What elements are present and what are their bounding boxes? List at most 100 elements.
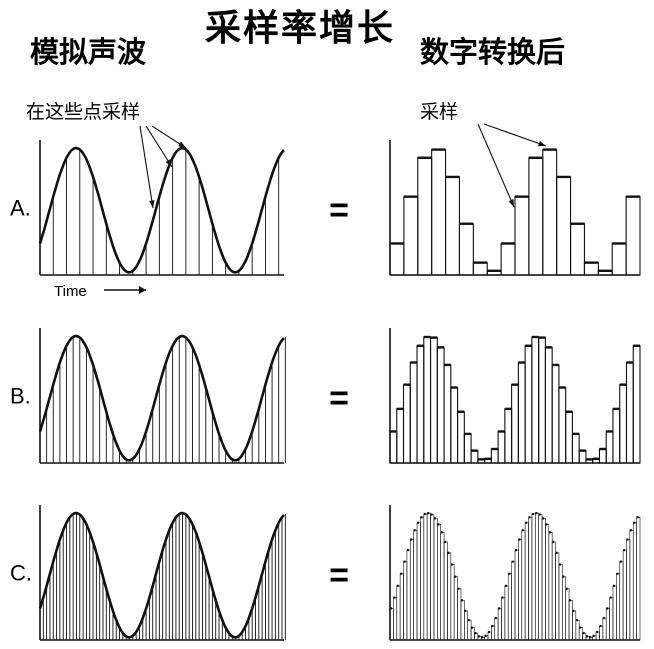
digital-sample-bar bbox=[578, 627, 583, 641]
digital-sample-bar bbox=[460, 600, 465, 641]
analog-wave-curve bbox=[38, 334, 285, 462]
digital-sample-bar bbox=[507, 573, 512, 641]
digital-sample-bar bbox=[511, 561, 516, 641]
digital-sample-bar bbox=[491, 625, 496, 641]
row-label: B. bbox=[10, 384, 31, 409]
diagram-title: 采样率增长 bbox=[205, 8, 395, 49]
digital-sample-bar bbox=[433, 518, 438, 641]
digital-sample-bar bbox=[622, 549, 627, 641]
time-arrow-head bbox=[139, 286, 146, 294]
digital-sample-bar bbox=[561, 576, 566, 641]
digital-sample-bar bbox=[497, 430, 506, 464]
digital-sample-bar bbox=[436, 524, 441, 641]
digital-sample-bar bbox=[524, 345, 533, 464]
digital-sample-bar bbox=[457, 588, 462, 641]
digital-sample-bar bbox=[470, 450, 479, 464]
digital-sample-bar bbox=[450, 564, 455, 641]
digital-sample-bar bbox=[445, 176, 460, 276]
digital-sample-bar bbox=[389, 242, 405, 276]
digital-sample-bar bbox=[568, 600, 573, 641]
digital-sample-bar bbox=[406, 549, 411, 641]
digital-sample-bar bbox=[417, 157, 433, 276]
digital-sample-bar bbox=[501, 597, 506, 641]
digital-sample-bar bbox=[565, 588, 570, 641]
row-label: C. bbox=[10, 561, 32, 586]
digital-sample-bar bbox=[625, 361, 634, 464]
row-a: A. = bbox=[10, 140, 641, 276]
digital-sample-bar bbox=[575, 619, 580, 641]
digital-sample-bar bbox=[541, 518, 546, 641]
digital-sample-bar bbox=[463, 433, 472, 464]
annotation-arrow-head bbox=[149, 200, 155, 208]
analog-wave-curve bbox=[38, 146, 285, 274]
digital-sample-bar bbox=[528, 516, 533, 641]
digital-sample-bar bbox=[538, 337, 546, 464]
digital-sample-bar bbox=[632, 522, 637, 641]
digital-sample-bar bbox=[514, 196, 530, 276]
sample-points-annotation: 在这些点采样 bbox=[26, 101, 140, 123]
digital-sample-bar bbox=[402, 384, 411, 464]
digital-sample-bar bbox=[534, 512, 539, 641]
digital-sample-bar bbox=[595, 631, 600, 641]
samples-annotation: 采样 bbox=[420, 101, 458, 123]
digital-sample-bar bbox=[413, 529, 418, 641]
digital-sample-bar bbox=[464, 610, 469, 641]
digital-sample-bar bbox=[632, 345, 641, 464]
digital-sample-bar bbox=[605, 608, 610, 641]
equals-sign: = bbox=[329, 380, 349, 418]
digital-sample-bar bbox=[447, 552, 452, 641]
digital-sample-bar bbox=[602, 617, 607, 641]
digital-sample-bar bbox=[619, 384, 628, 464]
digital-sample-bar bbox=[396, 585, 401, 641]
digital-sample-bar bbox=[609, 597, 614, 641]
digital-sample-bar bbox=[524, 522, 529, 641]
digital-sample-bar bbox=[436, 346, 445, 464]
digital-sample-bar bbox=[612, 585, 617, 641]
digital-sample-bar bbox=[416, 345, 425, 464]
time-axis-label: Time bbox=[54, 283, 87, 300]
annotation-arrows bbox=[139, 123, 547, 209]
analog-wave-curve bbox=[38, 511, 285, 639]
digital-sample-bar bbox=[497, 608, 502, 641]
digital-sample-bar bbox=[453, 576, 458, 641]
diagram-rows: A. = B. = C. = bbox=[10, 140, 641, 641]
equals-sign: = bbox=[329, 192, 349, 230]
digital-sample-bar bbox=[548, 532, 553, 641]
digital-sample-bar bbox=[490, 448, 499, 464]
digital-sample-bar bbox=[443, 364, 452, 464]
digital-sample-bar bbox=[494, 617, 499, 641]
digital-sample-bar bbox=[440, 532, 445, 641]
digital-sample-bar bbox=[544, 346, 553, 464]
digital-sample-bar bbox=[504, 408, 513, 464]
equals-sign: = bbox=[329, 557, 349, 595]
digital-sample-bar bbox=[571, 433, 580, 464]
digital-sample-bar bbox=[626, 539, 631, 641]
digital-sample-bar bbox=[565, 411, 573, 464]
digital-sample-bar bbox=[612, 408, 621, 464]
digital-sample-bar bbox=[431, 149, 447, 276]
row-label: A. bbox=[10, 196, 31, 221]
digital-sample-bar bbox=[570, 223, 585, 276]
annotation-arrow-head bbox=[508, 199, 514, 207]
digital-sample-bar bbox=[420, 516, 425, 641]
annotation-arrow-line bbox=[145, 125, 173, 168]
digital-sample-bar bbox=[423, 513, 428, 641]
digital-sample-bar bbox=[504, 585, 509, 641]
digital-conversion-heading: 数字转换后 bbox=[420, 35, 565, 69]
digital-sample-bar bbox=[558, 386, 567, 464]
digital-sample-bar bbox=[393, 597, 398, 641]
annotation-arrow-head bbox=[538, 140, 546, 147]
digital-sample-bar bbox=[423, 336, 432, 464]
digital-sample-bar bbox=[531, 513, 536, 641]
annotation-arrow-line bbox=[483, 123, 547, 147]
row-c: C. = bbox=[10, 505, 641, 641]
digital-sample-bar bbox=[500, 242, 516, 276]
digital-sample-bar bbox=[583, 262, 599, 276]
annotation-arrow-head bbox=[165, 159, 172, 167]
digital-sample-bar bbox=[551, 364, 560, 464]
digital-sample-bar bbox=[521, 529, 526, 641]
digital-sample-bar bbox=[555, 552, 560, 641]
digital-sample-bar bbox=[467, 619, 472, 641]
digital-sample-bar bbox=[517, 361, 526, 464]
